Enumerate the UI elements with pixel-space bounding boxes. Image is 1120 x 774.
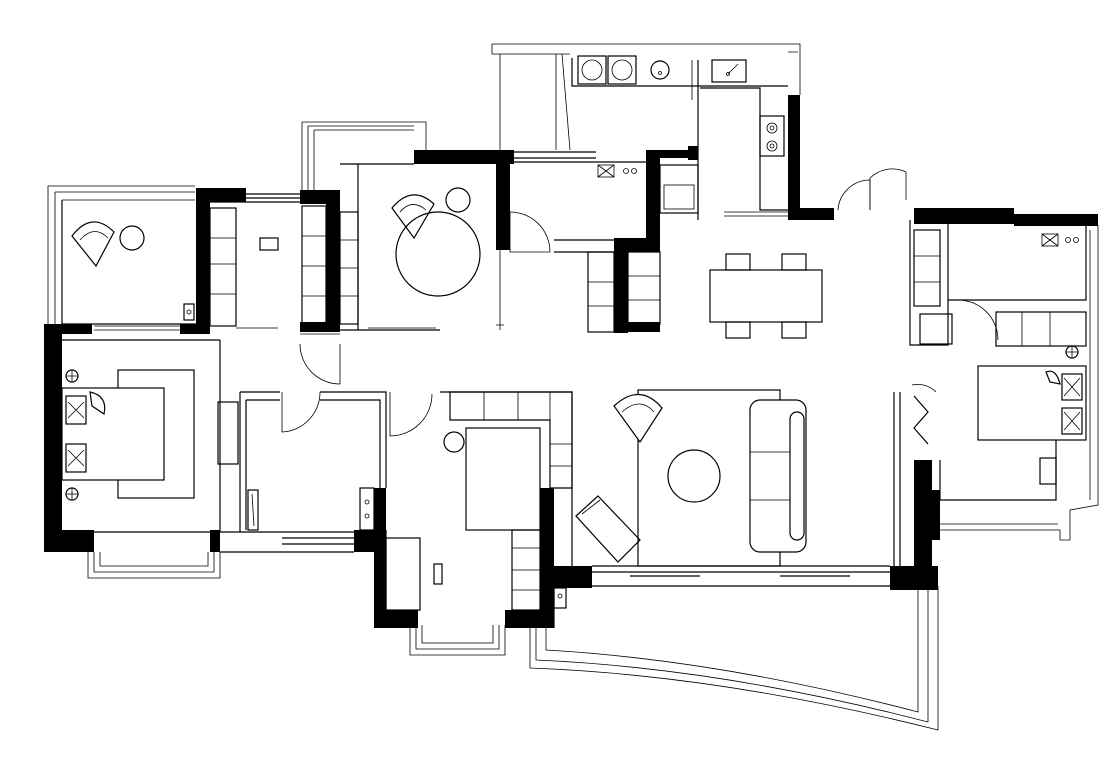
desk-chair-icon (1039, 457, 1057, 485)
cabinet-icon (511, 529, 541, 611)
socket-icon (183, 303, 195, 321)
stove-icon (759, 115, 785, 157)
wardrobe-icon (301, 205, 327, 325)
coffee-table-icon (667, 449, 721, 503)
dresser-icon (217, 401, 239, 465)
armchair-icon (613, 393, 663, 444)
desk-chair-icon (259, 237, 279, 251)
side-table-icon (443, 431, 465, 453)
bed-icon (977, 365, 1087, 441)
wardrobe-icon (913, 229, 1087, 347)
socket-icon (553, 587, 567, 609)
cabinet-icon (587, 251, 661, 333)
side-table-icon (445, 187, 471, 213)
interior-lines (61, 58, 1087, 628)
armchair-icon (71, 221, 115, 268)
doors (281, 168, 999, 445)
towel-rail-icon (247, 489, 259, 531)
sofa-icon (749, 399, 807, 553)
window-rails (47, 43, 1099, 656)
west-window-sill (94, 325, 180, 331)
walls (44, 95, 1098, 628)
washing-machine-icon (577, 55, 637, 85)
sliding-doors (236, 327, 436, 335)
microwave-icon (597, 164, 637, 178)
sink-icon (650, 60, 670, 80)
desk-icon (385, 537, 443, 611)
lamp-icon (65, 369, 79, 383)
wardrobe-icon (209, 207, 237, 327)
round-table-icon (395, 211, 481, 297)
socket-icon (359, 487, 375, 531)
microwave-icon (1041, 233, 1079, 247)
south-balcony (529, 586, 939, 731)
lamp-icon (1065, 345, 1079, 359)
kitchen-sink-icon (711, 59, 747, 83)
lounge-chair-icon (575, 495, 641, 563)
wardrobe-icon (339, 211, 359, 325)
tv-cabinet-icon (449, 391, 573, 489)
kitchen-sliding-door (724, 211, 788, 217)
dining-table-icon (709, 253, 823, 339)
bed-icon (465, 427, 541, 531)
lamp-icon (65, 487, 79, 501)
bed-icon (61, 369, 195, 499)
fridge-icon (659, 164, 699, 214)
armchair-icon (391, 194, 435, 240)
side-table-icon (119, 225, 145, 251)
